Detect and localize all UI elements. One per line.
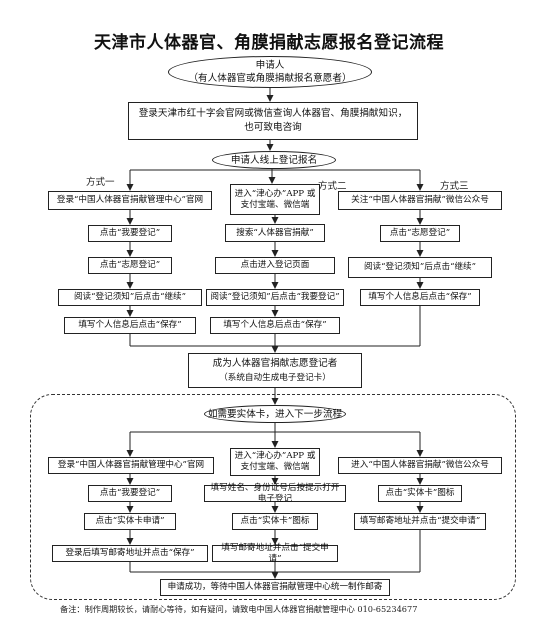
card-col1-step-2: 点击“我要登记” (88, 485, 172, 502)
registered-label: 成为人体器官捐献志愿登记者 (212, 357, 338, 369)
card-col2-step-3: 点击“实体卡”图标 (232, 513, 318, 530)
registered-node: 成为人体器官捐献志愿登记者 （系统自动生成电子登记卡） (188, 353, 362, 388)
success-node: 申请成功，等待中国人体器官捐献管理中心统一制作邮寄 (160, 579, 390, 596)
card-col2-step-1: 进入“津心办”APP 或支付宝端、微信端 (230, 448, 320, 476)
col2-step-4: 阅读“登记须知”后点击“我要登记” (206, 289, 344, 306)
col2-step-2: 搜索“人体器官捐献” (225, 224, 325, 242)
col2-step-5: 填写个人信息后点击“保存” (210, 317, 340, 334)
method-3-label: 方式三 (440, 181, 469, 192)
physical-card-region (30, 394, 516, 600)
online-register-node: 申请人线上登记报名 (212, 151, 336, 169)
col1-step-2: 点击“我要登记” (88, 225, 172, 242)
info-node: 登录天津市红十字会官网或微信查询人体器官、角膜捐献知识， 也可致电咨询 (128, 102, 418, 140)
col1-step-3: 点击“志愿登记” (88, 257, 172, 274)
card-col3-step-3: 填写邮寄地址并点击“提交申请” (354, 513, 486, 530)
col3-step-3: 阅读“登记须知”后点击“继续” (348, 257, 492, 278)
page-title: 天津市人体器官、角膜捐献志愿报名登记流程 (94, 33, 444, 53)
col2-step-1: 进入“津心办”APP 或支付宝端、微信端 (230, 184, 320, 215)
card-col2-step-4: 填写邮寄地址并点击“提交申请” (212, 543, 338, 564)
col1-step-5: 填写个人信息后点击“保存” (64, 317, 196, 334)
col1-step-1: 登录“中国人体器官捐献管理中心”官网 (48, 191, 212, 210)
col3-step-1: 关注“中国人体器官捐献”微信公众号 (338, 191, 502, 210)
method-1-label: 方式一 (86, 177, 115, 188)
card-col1-step-1: 登录“中国人体器官捐献管理中心”官网 (48, 457, 214, 474)
col2-step-3: 点击进入登记页面 (215, 257, 335, 274)
applicant-desc: （有人体器官或角膜捐献报名意愿者） (188, 73, 352, 84)
card-col3-step-2: 点击“实体卡”图标 (378, 485, 462, 502)
applicant-node: 申请人 （有人体器官或角膜捐献报名意愿者） (168, 56, 372, 88)
card-col2-step-2: 填写姓名、身份证号后按提示打开电子登记 (204, 483, 346, 504)
method-2-label: 方式二 (318, 181, 347, 192)
col3-step-2: 点击“志愿登记” (380, 225, 460, 242)
info-line-2: 也可致电咨询 (244, 122, 302, 133)
applicant-label: 申请人 (255, 60, 285, 71)
registered-desc: （系统自动生成电子登记卡） (219, 372, 331, 383)
footnote: 备注：制作周期较长，请耐心等待，如有疑问，请致电中国人体器官捐献管理中心 010… (60, 604, 418, 614)
info-line-1: 登录天津市红十字会官网或微信查询人体器官、角膜捐献知识， (138, 108, 408, 119)
physical-card-node: 如需要实体卡，进入下一步流程 (204, 405, 346, 423)
card-col1-step-4: 登录后填写邮寄地址并点击“保存” (52, 545, 208, 562)
card-col1-step-3: 点击“实体卡申请” (84, 513, 176, 530)
card-col3-step-1: 进入“中国人体器官捐献”微信公众号 (338, 457, 502, 474)
col1-step-4: 阅读“登记须知”后点击“继续” (58, 289, 202, 306)
col3-step-4: 填写个人信息后点击“保存” (360, 289, 480, 306)
